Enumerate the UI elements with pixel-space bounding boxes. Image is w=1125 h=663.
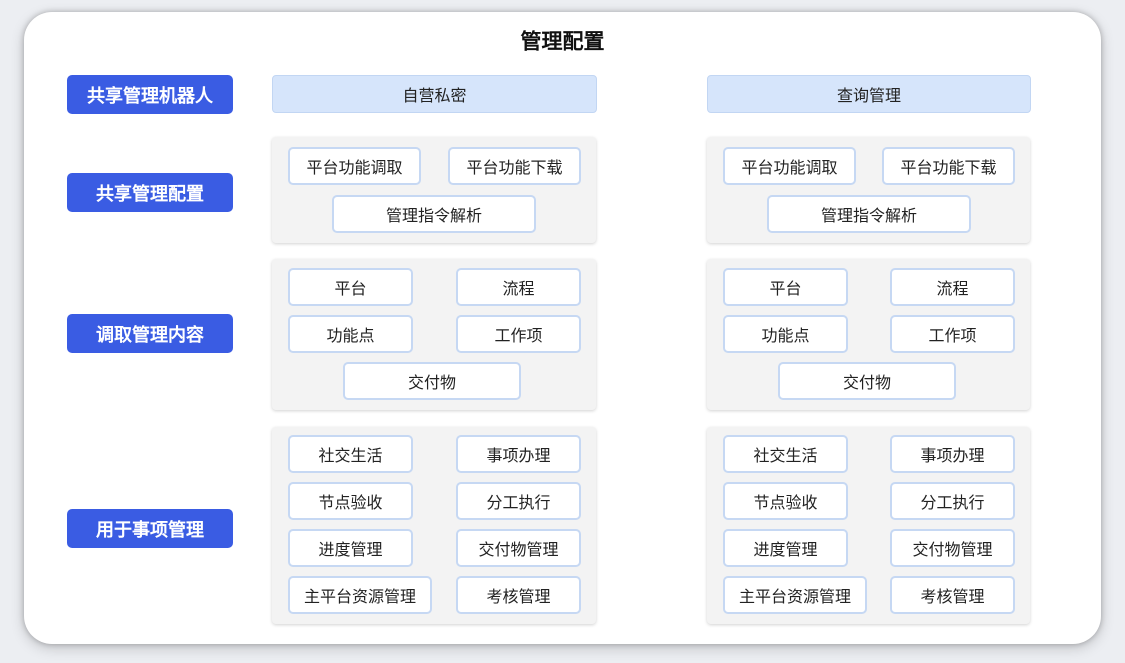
usage-chip[interactable]: 主平台资源管理 bbox=[288, 576, 432, 614]
usage-chip[interactable]: 交付物管理 bbox=[890, 529, 1015, 567]
config-chip[interactable]: 平台功能调取 bbox=[723, 147, 856, 185]
usage-chip[interactable]: 考核管理 bbox=[890, 576, 1015, 614]
content-panel: 平台 流程 功能点 工作项 交付物 bbox=[272, 259, 596, 410]
content-chip[interactable]: 工作项 bbox=[890, 315, 1015, 353]
usage-panel: 社交生活 事项办理 节点验收 分工执行 进度管理 交付物管理 主平台资源管理 考… bbox=[272, 427, 596, 624]
content-chip[interactable]: 平台 bbox=[288, 268, 413, 306]
column-header-query: 查询管理 bbox=[707, 75, 1031, 113]
content-chip[interactable]: 功能点 bbox=[288, 315, 413, 353]
usage-chip[interactable]: 考核管理 bbox=[456, 576, 581, 614]
content-chip[interactable]: 流程 bbox=[890, 268, 1015, 306]
config-panel: 平台功能调取 平台功能下载 管理指令解析 bbox=[707, 137, 1030, 243]
content-chip[interactable]: 交付物 bbox=[343, 362, 521, 400]
page-title: 管理配置 bbox=[520, 29, 605, 54]
row-label-config: 共享管理配置 bbox=[67, 173, 233, 212]
content-panel: 平台 流程 功能点 工作项 交付物 bbox=[707, 259, 1030, 410]
usage-chip[interactable]: 进度管理 bbox=[288, 529, 413, 567]
config-panel: 平台功能调取 平台功能下载 管理指令解析 bbox=[272, 137, 596, 243]
usage-chip[interactable]: 社交生活 bbox=[723, 435, 848, 473]
usage-chip[interactable]: 进度管理 bbox=[723, 529, 848, 567]
row-label-usage: 用于事项管理 bbox=[67, 509, 233, 548]
content-chip[interactable]: 功能点 bbox=[723, 315, 848, 353]
config-chip[interactable]: 平台功能调取 bbox=[288, 147, 421, 185]
usage-chip[interactable]: 分工执行 bbox=[890, 482, 1015, 520]
content-chip[interactable]: 交付物 bbox=[778, 362, 956, 400]
usage-chip[interactable]: 事项办理 bbox=[890, 435, 1015, 473]
usage-chip[interactable]: 事项办理 bbox=[456, 435, 581, 473]
usage-chip[interactable]: 社交生活 bbox=[288, 435, 413, 473]
config-chip[interactable]: 平台功能下载 bbox=[882, 147, 1015, 185]
content-chip[interactable]: 平台 bbox=[723, 268, 848, 306]
content-chip[interactable]: 工作项 bbox=[456, 315, 581, 353]
config-chip[interactable]: 管理指令解析 bbox=[767, 195, 971, 233]
usage-chip[interactable]: 交付物管理 bbox=[456, 529, 581, 567]
config-chip[interactable]: 平台功能下载 bbox=[448, 147, 581, 185]
usage-panel: 社交生活 事项办理 节点验收 分工执行 进度管理 交付物管理 主平台资源管理 考… bbox=[707, 427, 1030, 624]
usage-chip[interactable]: 节点验收 bbox=[288, 482, 413, 520]
config-chip[interactable]: 管理指令解析 bbox=[332, 195, 536, 233]
content-chip[interactable]: 流程 bbox=[456, 268, 581, 306]
usage-chip[interactable]: 节点验收 bbox=[723, 482, 848, 520]
usage-chip[interactable]: 主平台资源管理 bbox=[723, 576, 867, 614]
row-label-content: 调取管理内容 bbox=[67, 314, 233, 353]
usage-chip[interactable]: 分工执行 bbox=[456, 482, 581, 520]
column-header-self-operated: 自营私密 bbox=[272, 75, 597, 113]
row-label-robot: 共享管理机器人 bbox=[67, 75, 233, 114]
